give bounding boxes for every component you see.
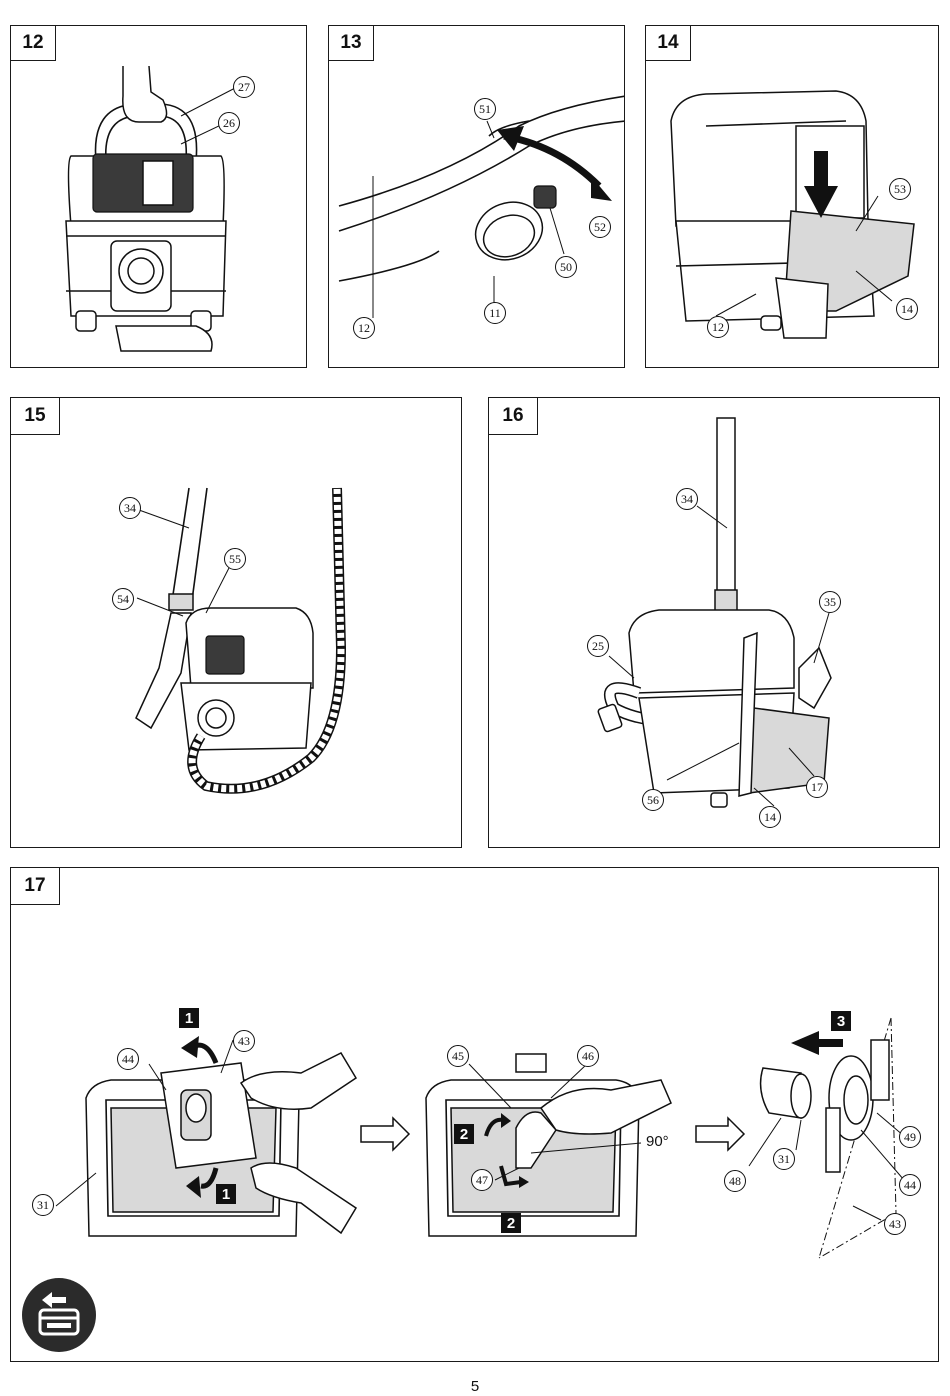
callout-17: 17 xyxy=(806,776,828,798)
back-to-contents-icon[interactable] xyxy=(22,1278,96,1352)
step-2-marker: 2 xyxy=(501,1213,521,1233)
figure-12: 12 27 26 xyxy=(10,25,307,368)
callout-46: 46 xyxy=(577,1045,599,1067)
step-3-marker: 3 xyxy=(831,1011,851,1031)
nozzle-storage-illustration xyxy=(135,487,347,794)
callout-51: 51 xyxy=(474,98,496,120)
figure-label: 16 xyxy=(489,398,538,435)
figure-label: 12 xyxy=(11,26,56,61)
step-1-marker: 1 xyxy=(179,1008,199,1028)
figure-15: 15 34 55 54 xyxy=(10,397,462,848)
callout-43: 43 xyxy=(884,1213,906,1235)
angle-label: 90° xyxy=(646,1133,669,1150)
step-2-marker: 2 xyxy=(454,1124,474,1144)
callout-50: 50 xyxy=(555,256,577,278)
figure-17: 17 xyxy=(10,867,939,1362)
dust-bag-replacement-illustration xyxy=(55,1017,905,1259)
figure-label: 17 xyxy=(11,868,60,905)
callout-43: 43 xyxy=(233,1030,255,1052)
accessory-storage-illustration xyxy=(597,417,832,808)
callout-52: 52 xyxy=(589,216,611,238)
callout-35: 35 xyxy=(819,591,841,613)
figure-label: 14 xyxy=(646,26,691,61)
callout-14: 14 xyxy=(759,806,781,828)
callout-12: 12 xyxy=(353,317,375,339)
figure-16: 16 34 35 25 17 56 14 xyxy=(488,397,940,848)
callout-54: 54 xyxy=(112,588,134,610)
callout-53: 53 xyxy=(889,178,911,200)
callout-25: 25 xyxy=(587,635,609,657)
callout-48: 48 xyxy=(724,1170,746,1192)
hose-inlet-rotation-illustration xyxy=(338,95,624,318)
figure-label: 13 xyxy=(329,26,374,61)
figure-label: 15 xyxy=(11,398,60,435)
vacuum-carry-illustration xyxy=(65,65,240,352)
tray-attach-illustration xyxy=(670,90,915,339)
callout-14: 14 xyxy=(896,298,918,320)
callout-31: 31 xyxy=(32,1194,54,1216)
page-number: 5 xyxy=(470,1378,480,1395)
callout-34: 34 xyxy=(676,488,698,510)
callout-45: 45 xyxy=(447,1045,469,1067)
callout-44: 44 xyxy=(899,1174,921,1196)
callout-12: 12 xyxy=(707,316,729,338)
callout-56: 56 xyxy=(642,789,664,811)
callout-26: 26 xyxy=(218,112,240,134)
callout-31: 31 xyxy=(773,1148,795,1170)
figure-13: 13 51 52 50 12 11 xyxy=(328,25,625,368)
callout-44: 44 xyxy=(117,1048,139,1070)
back-arrow-folder-icon xyxy=(38,1292,80,1336)
callout-27: 27 xyxy=(233,76,255,98)
step-1-marker: 1 xyxy=(216,1184,236,1204)
callout-49: 49 xyxy=(899,1126,921,1148)
callout-34: 34 xyxy=(119,497,141,519)
callout-47: 47 xyxy=(471,1169,493,1191)
callout-11: 11 xyxy=(484,302,506,324)
figure-14: 14 53 12 14 xyxy=(645,25,939,368)
callout-55: 55 xyxy=(224,548,246,570)
